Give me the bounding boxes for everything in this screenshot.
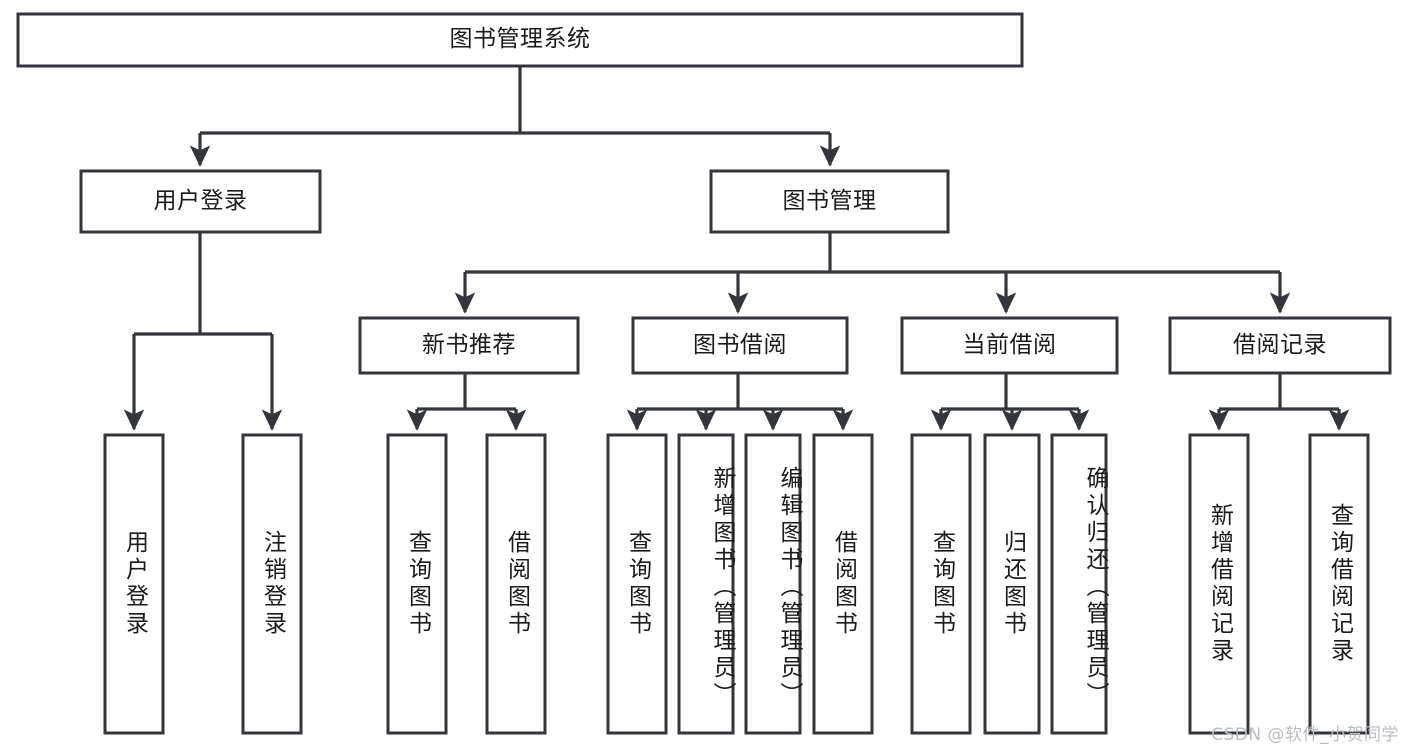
leaf-box-logout-login[interactable] <box>241 433 303 735</box>
leaf-box-user-login[interactable] <box>103 433 165 735</box>
node-box-current-borrow[interactable] <box>900 316 1119 375</box>
leaf-box-query-book-2[interactable] <box>606 433 668 735</box>
leaf-box-confirm-return[interactable] <box>1050 433 1108 735</box>
node-box-book-management[interactable] <box>709 169 950 234</box>
node-box-new-book-recommend[interactable] <box>358 316 580 375</box>
csdn-watermark: CSDN @软件_小贺同学 <box>1211 725 1399 745</box>
leaf-box-edit-book[interactable] <box>744 433 802 735</box>
node-box-borrow-record[interactable] <box>1168 316 1392 375</box>
leaf-box-add-book[interactable] <box>677 433 735 735</box>
leaf-box-add-record[interactable] <box>1188 433 1250 735</box>
node-box-book-borrow[interactable] <box>631 316 849 375</box>
node-box-user-login[interactable] <box>79 169 322 234</box>
node-box-root[interactable] <box>16 12 1024 68</box>
leaf-box-borrow-book-1[interactable] <box>485 433 547 735</box>
leaf-box-query-record[interactable] <box>1308 433 1370 735</box>
leaf-box-query-book-1[interactable] <box>386 433 448 735</box>
leaf-box-return-book[interactable] <box>983 433 1041 735</box>
leaf-box-borrow-book-2[interactable] <box>812 433 874 735</box>
leaf-box-query-book-3[interactable] <box>910 433 972 735</box>
